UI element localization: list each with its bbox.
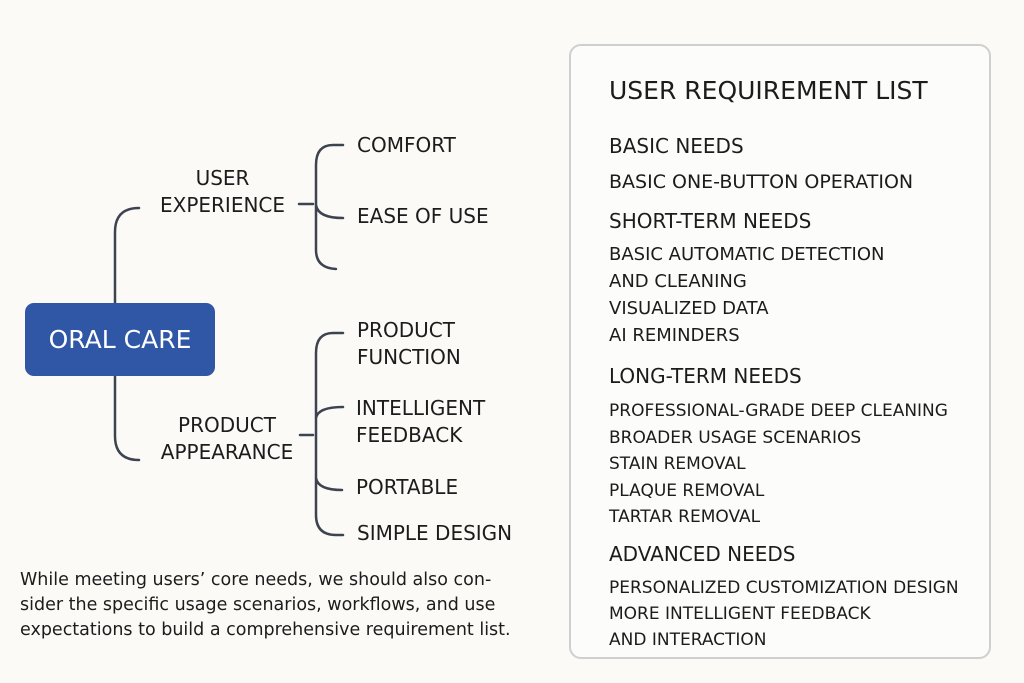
connector-pa-bracket xyxy=(298,331,345,537)
requirement-item: MORE INTELLIGENT FEEDBACK xyxy=(609,604,871,624)
requirement-list-panel: USER REQUIREMENT LIST BASIC NEEDS BASIC … xyxy=(569,44,991,659)
requirement-item: PROFESSIONAL-GRADE DEEP CLEANING xyxy=(609,401,948,421)
requirement-item: AND CLEANING xyxy=(609,271,747,292)
panel-title: USER REQUIREMENT LIST xyxy=(609,76,928,105)
leaf-comfort[interactable]: COMFORT xyxy=(357,133,456,157)
section-heading: LONG-TERM NEEDS xyxy=(609,364,802,388)
requirement-item: BASIC ONE-BUTTON OPERATION xyxy=(609,171,914,193)
requirement-item: BASIC AUTOMATIC DETECTION xyxy=(609,244,885,265)
node-label: APPEARANCE xyxy=(160,440,294,464)
requirement-item: BROADER USAGE SCENARIOS xyxy=(609,428,862,448)
node-label: EXPERIENCE xyxy=(159,193,286,217)
note-line: expectations to build a comprehensive re… xyxy=(20,620,511,640)
leaf-portable[interactable]: PORTABLE xyxy=(356,475,459,499)
connector-root-pa xyxy=(113,374,141,462)
description-note: While meeting users’ core needs, we shou… xyxy=(20,568,565,643)
note-line: While meeting users’ core needs, we shou… xyxy=(20,570,492,590)
leaf-intelligent-feedback[interactable]: INTELLIGENT FEEDBACK xyxy=(356,395,485,449)
connector-root-ue xyxy=(113,206,141,305)
root-node-oral-care[interactable]: ORAL CARE xyxy=(25,303,215,376)
section-heading: BASIC NEEDS xyxy=(609,134,744,158)
requirement-item: PERSONALIZED CUSTOMIZATION DESIGN xyxy=(609,578,959,598)
node-product-appearance[interactable]: PRODUCT APPEARANCE xyxy=(147,412,307,466)
leaf-ease-of-use[interactable]: EASE OF USE xyxy=(357,204,489,228)
node-label: PRODUCT xyxy=(178,413,276,437)
requirement-item: VISUALIZED DATA xyxy=(609,298,769,319)
leaf-label: PRODUCT xyxy=(357,318,455,342)
section-heading: ADVANCED NEEDS xyxy=(609,542,796,566)
leaf-label: FUNCTION xyxy=(357,345,461,369)
requirement-item: TARTAR REMOVAL xyxy=(609,507,761,527)
node-user-experience[interactable]: USER EXPERIENCE xyxy=(150,165,295,219)
leaf-product-function[interactable]: PRODUCT FUNCTION xyxy=(357,317,461,371)
leaf-simple-design[interactable]: SIMPLE DESIGN xyxy=(357,521,513,545)
requirement-item: AI REMINDERS xyxy=(609,325,740,346)
node-label: USER xyxy=(195,166,250,190)
requirement-item: STAIN REMOVAL xyxy=(609,454,746,474)
note-line: sider the specific usage scenarios, work… xyxy=(20,595,496,615)
requirement-item: PLAQUE REMOVAL xyxy=(609,481,765,501)
connector-ue-bracket xyxy=(297,143,345,271)
root-label: ORAL CARE xyxy=(48,325,192,354)
leaf-label: INTELLIGENT xyxy=(356,396,486,420)
section-heading: SHORT-TERM NEEDS xyxy=(609,209,812,233)
leaf-label: FEEDBACK xyxy=(356,423,463,447)
requirement-item: AND INTERACTION xyxy=(609,630,767,650)
